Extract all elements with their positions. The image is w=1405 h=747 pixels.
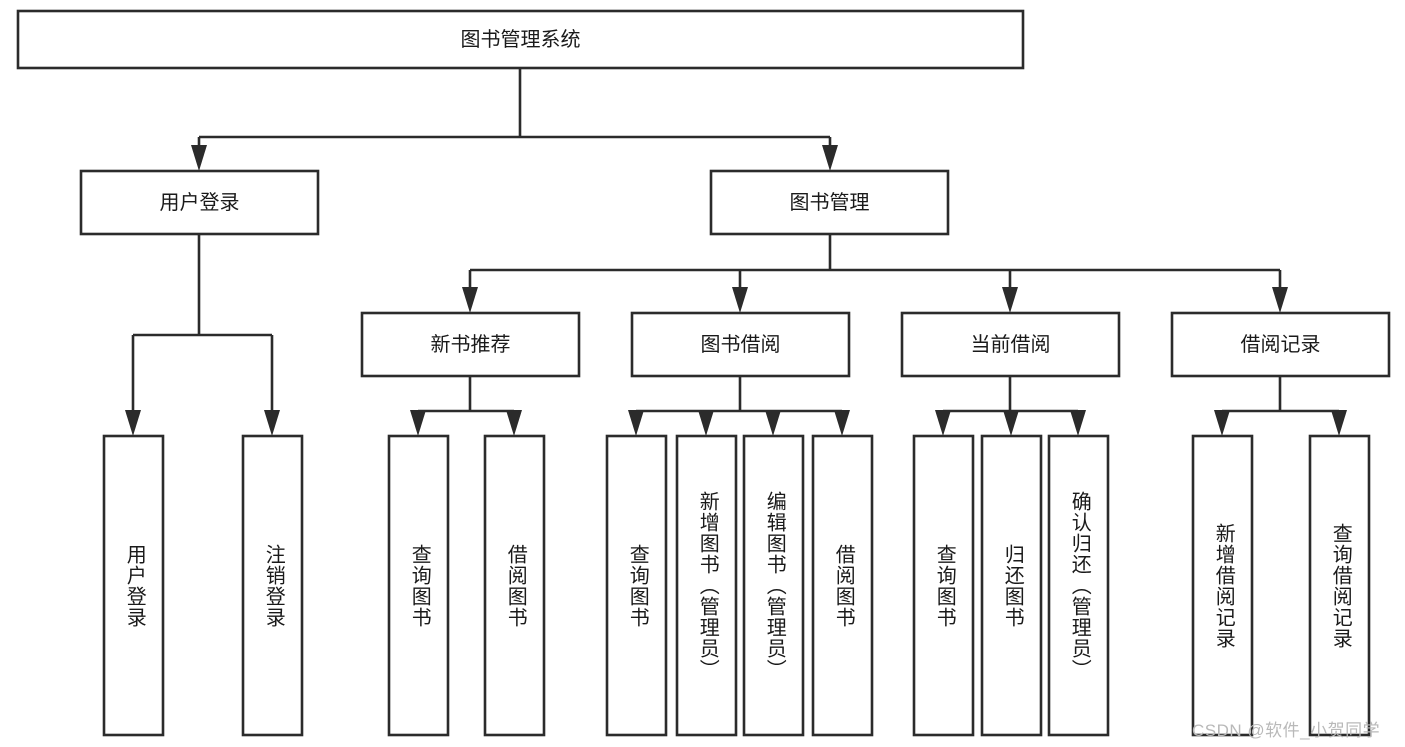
node-box-user-login[interactable] bbox=[79, 169, 320, 236]
node-label-root: 图书管理系统 bbox=[461, 28, 581, 51]
arrow-head-icon bbox=[410, 410, 426, 436]
connectors-layer bbox=[125, 68, 1347, 436]
node-label-new-book-rec: 新书推荐 bbox=[431, 333, 511, 356]
arrow-head-icon bbox=[191, 145, 207, 171]
node-box-leaf-user-login[interactable] bbox=[102, 434, 165, 737]
node-box-leaf-add-record[interactable] bbox=[1191, 434, 1254, 737]
connector-c-bookmanage-bus bbox=[462, 234, 1288, 313]
node-box-leaf-borrow-book-2[interactable] bbox=[811, 434, 874, 737]
node-box-new-book-rec[interactable] bbox=[360, 311, 581, 378]
node-label-book-borrow: 图书借阅 bbox=[701, 333, 781, 356]
arrow-head-icon bbox=[1003, 410, 1019, 436]
arrow-head-icon bbox=[1331, 410, 1347, 436]
arrow-head-icon bbox=[1272, 287, 1288, 313]
arrow-head-icon bbox=[822, 145, 838, 171]
arrow-head-icon bbox=[1214, 410, 1230, 436]
node-label-user-login: 用户登录 bbox=[160, 191, 240, 214]
node-box-leaf-add-book[interactable] bbox=[675, 434, 738, 737]
arrow-head-icon bbox=[1002, 287, 1018, 313]
node-box-current-borrow[interactable] bbox=[900, 311, 1121, 378]
node-box-leaf-query-book-1[interactable] bbox=[387, 434, 450, 737]
connector-c-bookborrow-bus bbox=[628, 376, 850, 436]
arrow-head-icon bbox=[732, 287, 748, 313]
arrow-head-icon bbox=[628, 410, 644, 436]
arrow-head-icon bbox=[506, 410, 522, 436]
arrow-head-icon bbox=[935, 410, 951, 436]
connector-c-login-bus bbox=[125, 234, 280, 436]
connector-c-currentborrow-bus bbox=[935, 376, 1086, 436]
arrow-head-icon bbox=[834, 410, 850, 436]
node-box-leaf-query-book-2[interactable] bbox=[605, 434, 668, 737]
node-box-leaf-edit-book[interactable] bbox=[742, 434, 805, 737]
boxes-layer bbox=[16, 9, 1391, 737]
node-box-leaf-logout[interactable] bbox=[241, 434, 304, 737]
node-box-book-manage[interactable] bbox=[709, 169, 950, 236]
node-label-borrow-record: 借阅记录 bbox=[1241, 333, 1321, 356]
node-box-leaf-query-book-3[interactable] bbox=[912, 434, 975, 737]
arrow-head-icon bbox=[765, 410, 781, 436]
connector-c-root-bus bbox=[191, 68, 838, 171]
node-box-root[interactable] bbox=[16, 9, 1025, 70]
node-box-leaf-return-book[interactable] bbox=[980, 434, 1043, 737]
node-label-book-manage: 图书管理 bbox=[790, 191, 870, 214]
node-box-leaf-borrow-book-1[interactable] bbox=[483, 434, 546, 737]
arrow-head-icon bbox=[264, 410, 280, 436]
node-box-borrow-record[interactable] bbox=[1170, 311, 1391, 378]
arrow-head-icon bbox=[462, 287, 478, 313]
node-box-leaf-query-record[interactable] bbox=[1308, 434, 1371, 737]
arrow-head-icon bbox=[125, 410, 141, 436]
connector-c-newbook-bus bbox=[410, 376, 522, 436]
node-box-book-borrow[interactable] bbox=[630, 311, 851, 378]
connector-c-record-bus bbox=[1214, 376, 1347, 436]
arrow-head-icon bbox=[1070, 410, 1086, 436]
node-box-leaf-confirm-return[interactable] bbox=[1047, 434, 1110, 737]
arrow-head-icon bbox=[698, 410, 714, 436]
watermark-text: CSDN @软件_小贺同学 bbox=[1192, 721, 1381, 740]
node-label-current-borrow: 当前借阅 bbox=[971, 333, 1051, 356]
